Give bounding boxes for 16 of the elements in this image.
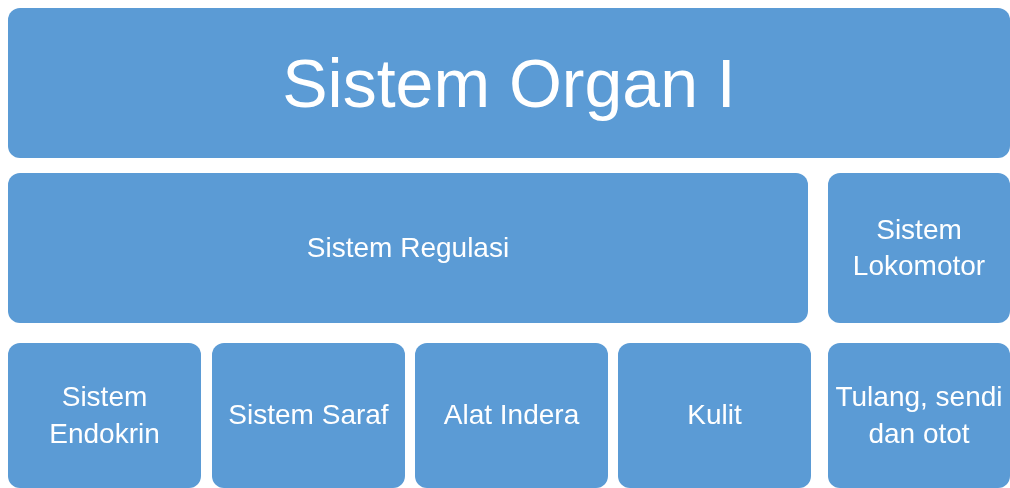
item-box xyxy=(618,343,811,488)
node-label: Sistem Saraf xyxy=(228,398,389,433)
item-box xyxy=(415,343,608,488)
title-box xyxy=(8,8,1010,158)
category-box xyxy=(828,173,1010,323)
node-label: Kulit xyxy=(687,398,742,433)
category-box xyxy=(8,173,808,323)
item-box xyxy=(212,343,405,488)
node-label: Sistem Lokomotor xyxy=(851,212,987,283)
node-label: Sistem Organ I xyxy=(282,43,736,123)
item-box xyxy=(828,343,1010,488)
node-label: Alat Indera xyxy=(443,398,580,433)
node-label: Sistem Endokrin xyxy=(48,380,161,451)
node-label: Tulang, sendi dan otot xyxy=(834,380,1004,451)
node-label: Sistem Regulasi xyxy=(306,230,510,265)
item-box xyxy=(8,343,201,488)
